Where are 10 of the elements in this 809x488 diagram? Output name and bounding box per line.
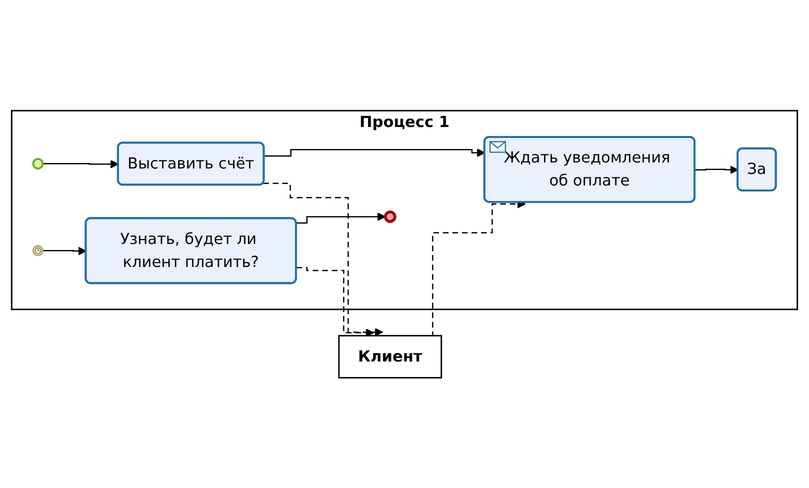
arrow: [296, 266, 374, 337]
node-circle: [32, 158, 44, 170]
arrow: [263, 182, 384, 336]
arrow: [695, 165, 738, 174]
arrow: [264, 148, 486, 157]
node-circle: [384, 210, 396, 223]
arrow: [42, 160, 119, 168]
node-box: Клиент: [338, 334, 442, 378]
arrow: [42, 246, 87, 256]
arrow: [296, 212, 386, 224]
